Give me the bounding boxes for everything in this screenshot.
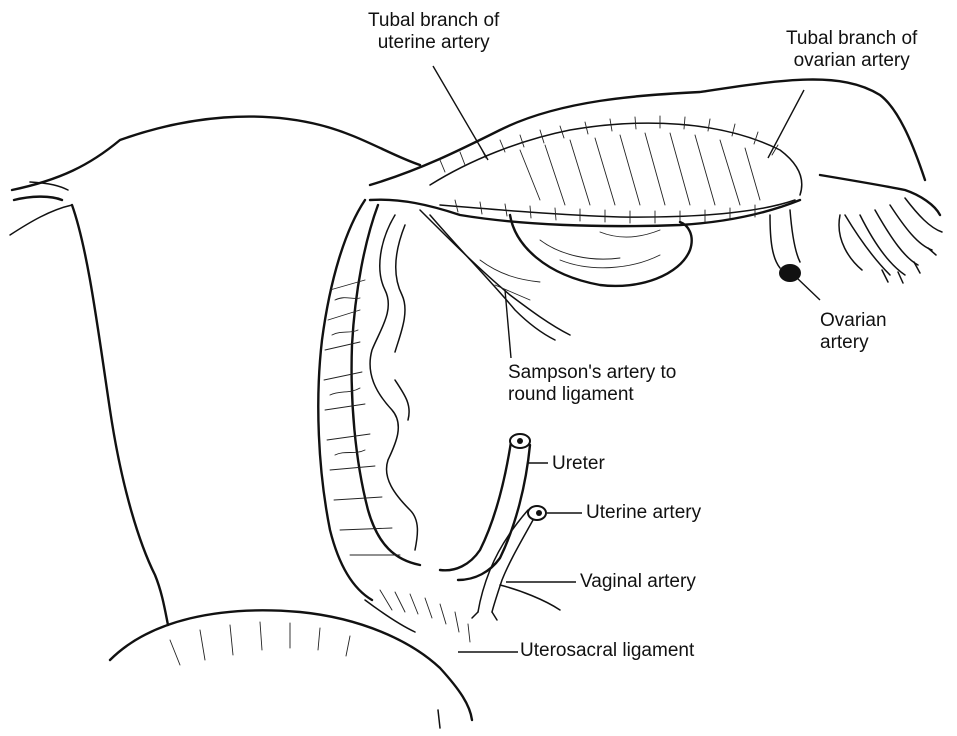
label-line: Tubal branch of	[368, 10, 499, 32]
uterine-artery-arcade	[318, 200, 420, 600]
label-uterosacral-ligament: Uterosacral ligament	[520, 640, 694, 662]
uterine-artery-vessel	[472, 506, 546, 620]
leader-tubal-ovarian	[768, 90, 804, 158]
label-line: Sampson's artery to	[508, 362, 676, 384]
label-ovarian-artery: Ovarian artery	[820, 310, 887, 354]
label-tubal-branch-uterine-artery: Tubal branch of uterine artery	[368, 10, 499, 54]
label-line: artery	[820, 332, 887, 354]
leader-sampson	[505, 290, 511, 358]
label-line: round ligament	[508, 384, 676, 406]
leader-ovarian-artery	[797, 278, 820, 300]
leader-tubal-uterine	[433, 66, 488, 160]
label-uterine-artery: Uterine artery	[586, 502, 701, 524]
label-line: ovarian artery	[786, 50, 917, 72]
label-ureter: Ureter	[552, 453, 605, 475]
label-line: uterine artery	[368, 32, 499, 54]
ovarian-artery-vessel	[770, 210, 801, 282]
fimbria	[820, 175, 942, 283]
uterus-outline	[10, 117, 420, 625]
broad-ligament	[370, 80, 925, 286]
label-tubal-branch-ovarian-artery: Tubal branch of ovarian artery	[786, 28, 917, 72]
label-line: Ovarian	[820, 310, 887, 332]
sampson-artery-vessel	[420, 210, 570, 340]
label-sampson-artery: Sampson's artery to round ligament	[508, 362, 676, 406]
ureter-vessel	[440, 434, 530, 580]
label-line: Tubal branch of	[786, 28, 917, 50]
label-vaginal-artery: Vaginal artery	[580, 571, 696, 593]
uterosacral-ligament	[110, 585, 560, 728]
